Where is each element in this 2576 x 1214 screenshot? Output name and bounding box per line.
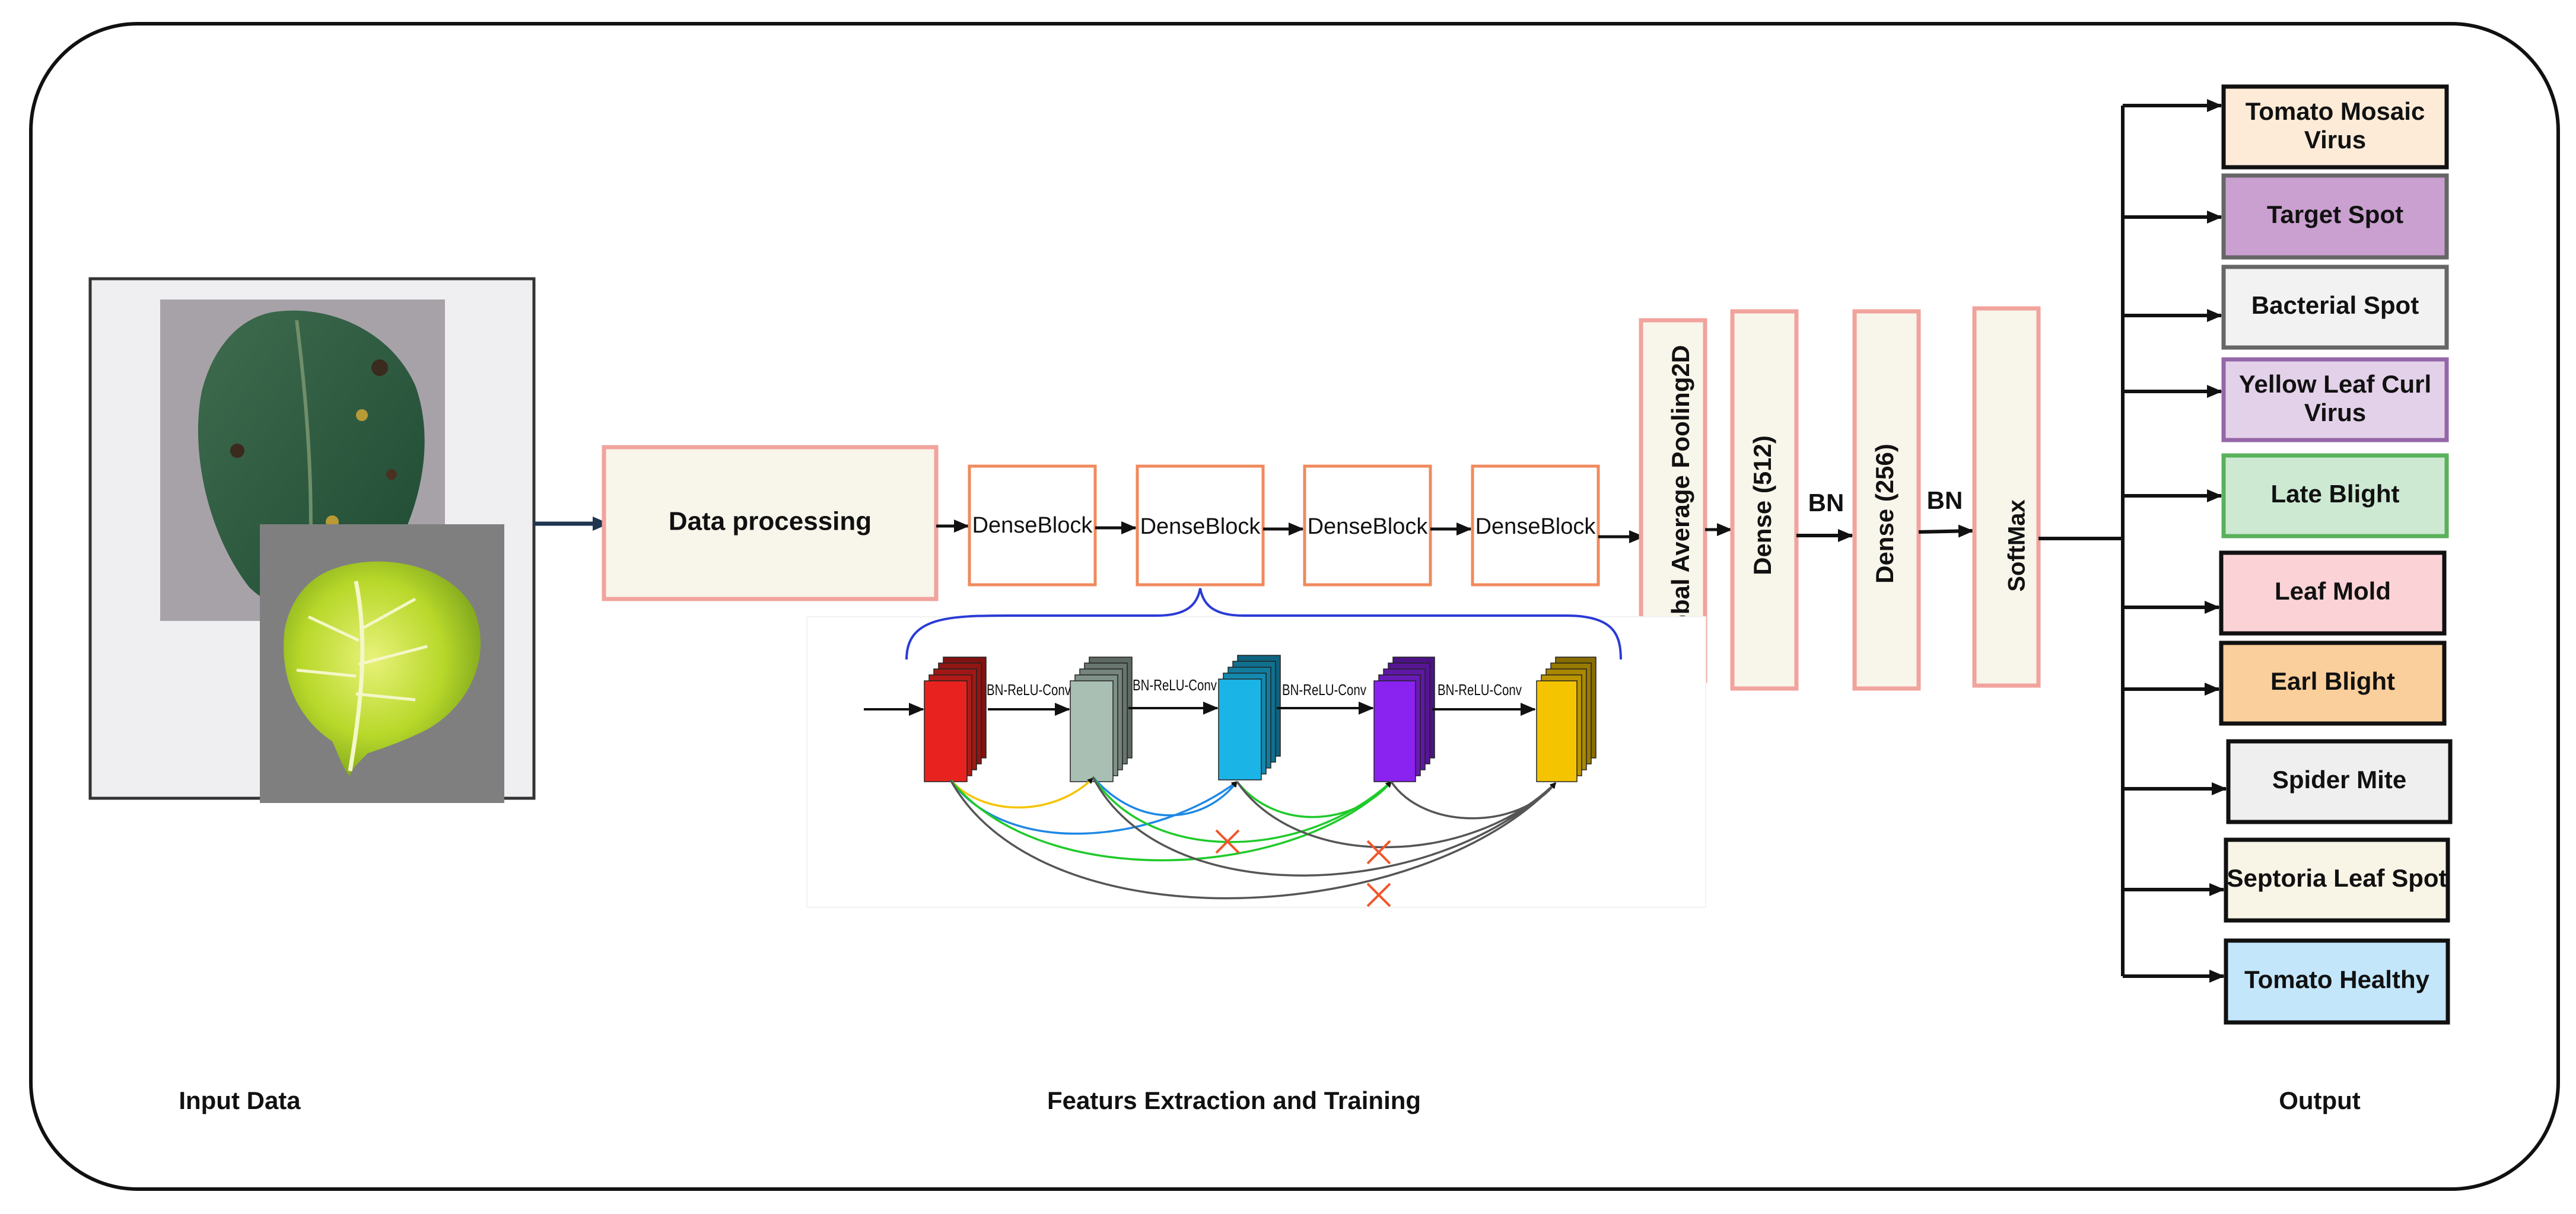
output-class-label: Earl Blight — [2270, 667, 2395, 695]
detail-brace — [905, 588, 1622, 660]
section-title-features: Featurs Extraction and Training — [1047, 1086, 1421, 1114]
bn-label-1: BN — [1808, 489, 1844, 517]
dense-block-1-label: DenseBlock — [972, 513, 1093, 538]
output-class-box — [2219, 550, 2447, 636]
global-average-pooling-label: Global Average Pooling2D — [1667, 345, 1694, 656]
output-class-10: Tomato Healthy — [2224, 938, 2450, 1025]
output-class-box — [2221, 357, 2449, 442]
data-processing-box: Data processing — [602, 445, 939, 601]
feature-map-layer — [1218, 678, 1262, 780]
output-class-6: Leaf Mold — [2219, 550, 2447, 636]
cross-mark-1 — [1215, 829, 1240, 854]
output-class-5: Late Blight — [2221, 453, 2449, 539]
output-connectors — [2038, 99, 2227, 983]
output-class-label: Late Blight — [2271, 480, 2400, 508]
bn-label-2: BN — [1927, 486, 1963, 514]
feature-map-layer — [1536, 680, 1578, 782]
cross-mark-2 — [1366, 840, 1391, 865]
output-class-8: Spider Mite — [2226, 739, 2453, 824]
transition-label-1: BN-ReLU-Conv — [987, 681, 1071, 699]
transition-label-2: BN-ReLU-Conv — [1133, 676, 1217, 694]
section-title-output: Output — [2279, 1086, 2361, 1114]
output-class-7: Earl Blight — [2219, 641, 2447, 726]
data-processing-label: Data processing — [669, 507, 872, 536]
pruned-connection-marks — [1215, 829, 1391, 907]
output-class-box — [2221, 84, 2449, 170]
healthy-yellow-leaf-image — [260, 524, 504, 803]
output-class-box — [2224, 837, 2450, 923]
dense-256-box: Dense (256) — [1852, 309, 1921, 691]
feature-map-stack-2 — [1070, 657, 1133, 782]
dense-block-1: DenseBlock — [968, 464, 1097, 587]
output-class-box — [2221, 265, 2449, 350]
softmax-label: SoftMax — [2004, 499, 2030, 592]
dense-512-box: Dense (512) — [1730, 309, 1799, 691]
output-class-box — [2221, 453, 2449, 539]
output-class-label: Leaf Mold — [2275, 577, 2391, 605]
feature-map-stack-1 — [924, 657, 987, 782]
input-panel — [88, 277, 536, 803]
outer-frame — [29, 22, 2560, 1191]
feature-map-layer — [1373, 680, 1416, 782]
output-class-box — [2219, 641, 2447, 726]
output-class-2: Target Spot — [2221, 173, 2449, 260]
denseblock-detail: BN-ReLU-Conv BN-ReLU-Conv BN-ReLU-Conv B… — [806, 588, 1706, 908]
dense-block-4: DenseBlock — [1471, 464, 1600, 587]
dense-512-label: Dense (512) — [1748, 435, 1776, 575]
section-title-input: Input Data — [179, 1086, 301, 1114]
feature-map-stack-4 — [1373, 657, 1435, 782]
dense-256-label: Dense (256) — [1871, 444, 1898, 584]
output-class-label: Target Spot — [2267, 200, 2403, 228]
dense-block-4-label: DenseBlock — [1475, 514, 1597, 539]
dense-block-2-label: DenseBlock — [1140, 514, 1261, 539]
feature-map-layer — [1070, 680, 1114, 782]
output-class-label: Septoria Leaf Spot — [2227, 864, 2447, 892]
dense-block-2: DenseBlock — [1136, 464, 1265, 587]
output-class-label: Spider Mite — [2272, 766, 2406, 794]
dense-block-3: DenseBlock — [1303, 464, 1432, 587]
transition-label-3: BN-ReLU-Conv — [1282, 681, 1366, 699]
feature-map-stack-5 — [1536, 657, 1597, 782]
output-class-9: Septoria Leaf Spot — [2224, 837, 2450, 923]
output-class-3: Bacterial Spot — [2221, 265, 2449, 350]
dense-block-3-label: DenseBlock — [1308, 514, 1429, 539]
output-class-box — [2224, 938, 2450, 1025]
output-class-box — [2226, 739, 2453, 824]
softmax-box: SoftMax — [1972, 306, 2041, 688]
cross-mark-3 — [1366, 882, 1391, 907]
dense-connections — [949, 776, 1557, 900]
transition-label-4: BN-ReLU-Conv — [1438, 681, 1522, 699]
output-class-label: Tomato Healthy — [2244, 966, 2430, 993]
feature-map-layer — [924, 680, 968, 782]
output-class-box — [2221, 173, 2449, 260]
output-class-label: Bacterial Spot — [2251, 291, 2419, 319]
feature-map-stack-3 — [1218, 655, 1281, 780]
